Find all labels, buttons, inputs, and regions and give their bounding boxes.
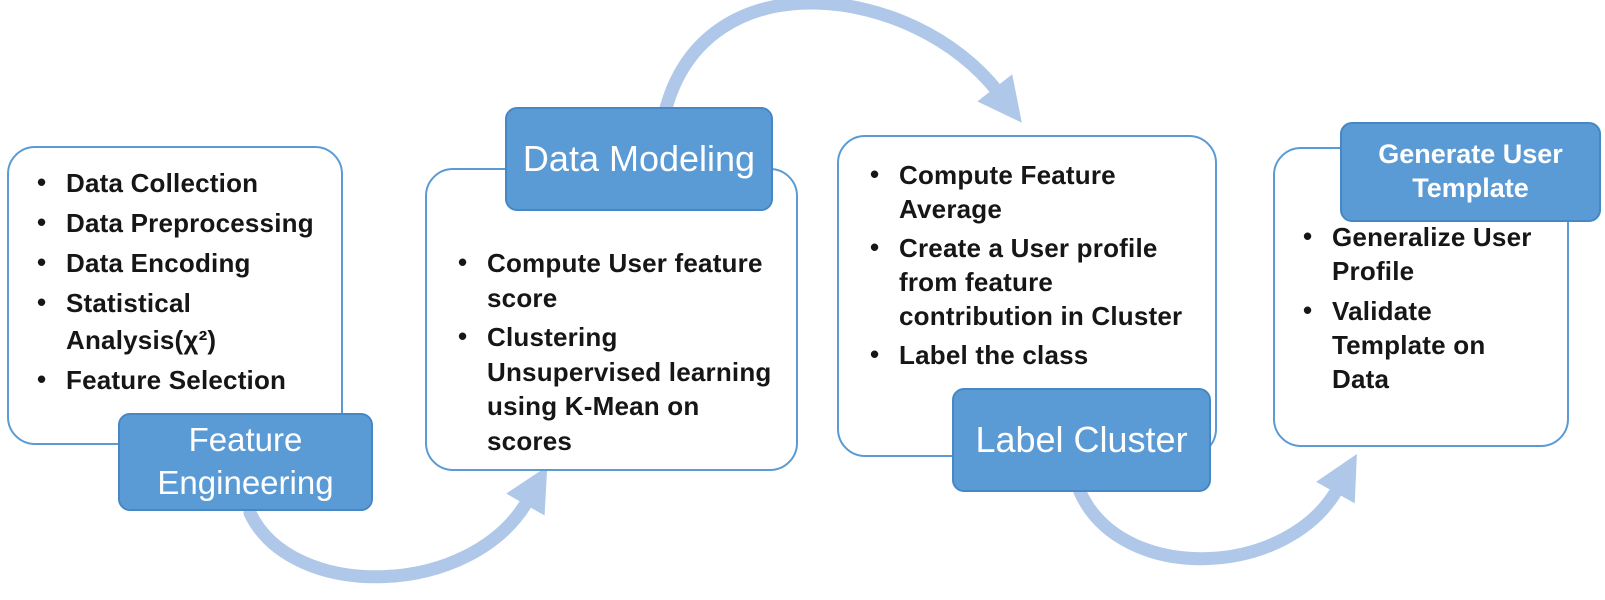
bullet-list-feature-engineering: Data Collection Data Preprocessing Data … — [9, 148, 341, 399]
stage-label-text: Feature Engineering — [157, 421, 334, 501]
bullet-item: Validate Template on Data — [1303, 293, 1563, 396]
bullet-list-label-cluster: Compute Feature Average Create a User pr… — [839, 137, 1215, 372]
stage-panel-feature-engineering: Data Collection Data Preprocessing Data … — [7, 146, 343, 445]
bullet-item: Data Collection — [37, 164, 333, 202]
stage-label-text: Generate User Template — [1378, 139, 1563, 203]
stage-panel-label-cluster: Compute Feature Average Create a User pr… — [837, 135, 1217, 457]
bullet-item: Data Preprocessing — [37, 204, 333, 242]
bullet-item: Create a User profile from feature contr… — [870, 230, 1209, 333]
arrow-feature-engineering-to-data-modeling — [243, 466, 548, 584]
bullet-item: Clustering Unsupervised learning using K… — [458, 319, 792, 458]
stage-panel-data-modeling: Compute User feature score Clustering Un… — [425, 168, 798, 471]
arrow-data-modeling-to-label-cluster — [658, 0, 1022, 123]
bullet-list-generate-user-template: Generalize User Profile Validate Templat… — [1275, 149, 1567, 396]
bullet-list-data-modeling: Compute User feature score Clustering Un… — [427, 170, 796, 458]
bullet-item: Feature Selection — [37, 361, 333, 399]
bullet-item: Statistical Analysis(χ²) — [37, 284, 333, 359]
stage-label-text: Label Cluster — [975, 419, 1188, 460]
bullet-item: Data Encoding — [37, 244, 333, 282]
arrow-label-cluster-to-generate-user-template — [1073, 454, 1357, 566]
stage-label-label-cluster: Label Cluster — [952, 388, 1211, 492]
stage-label-feature-engineering: Feature Engineering — [118, 413, 373, 511]
stage-label-generate-user-template: Generate User Template — [1340, 122, 1601, 222]
bullet-item: Compute Feature Average — [870, 157, 1209, 226]
bullet-item: Generalize User Profile — [1303, 219, 1563, 288]
stage-label-data-modeling: Data Modeling — [505, 107, 773, 211]
bullet-item: Compute User feature score — [458, 245, 792, 315]
stage-label-text: Data Modeling — [522, 138, 756, 179]
bullet-item: Label the class — [870, 337, 1209, 372]
